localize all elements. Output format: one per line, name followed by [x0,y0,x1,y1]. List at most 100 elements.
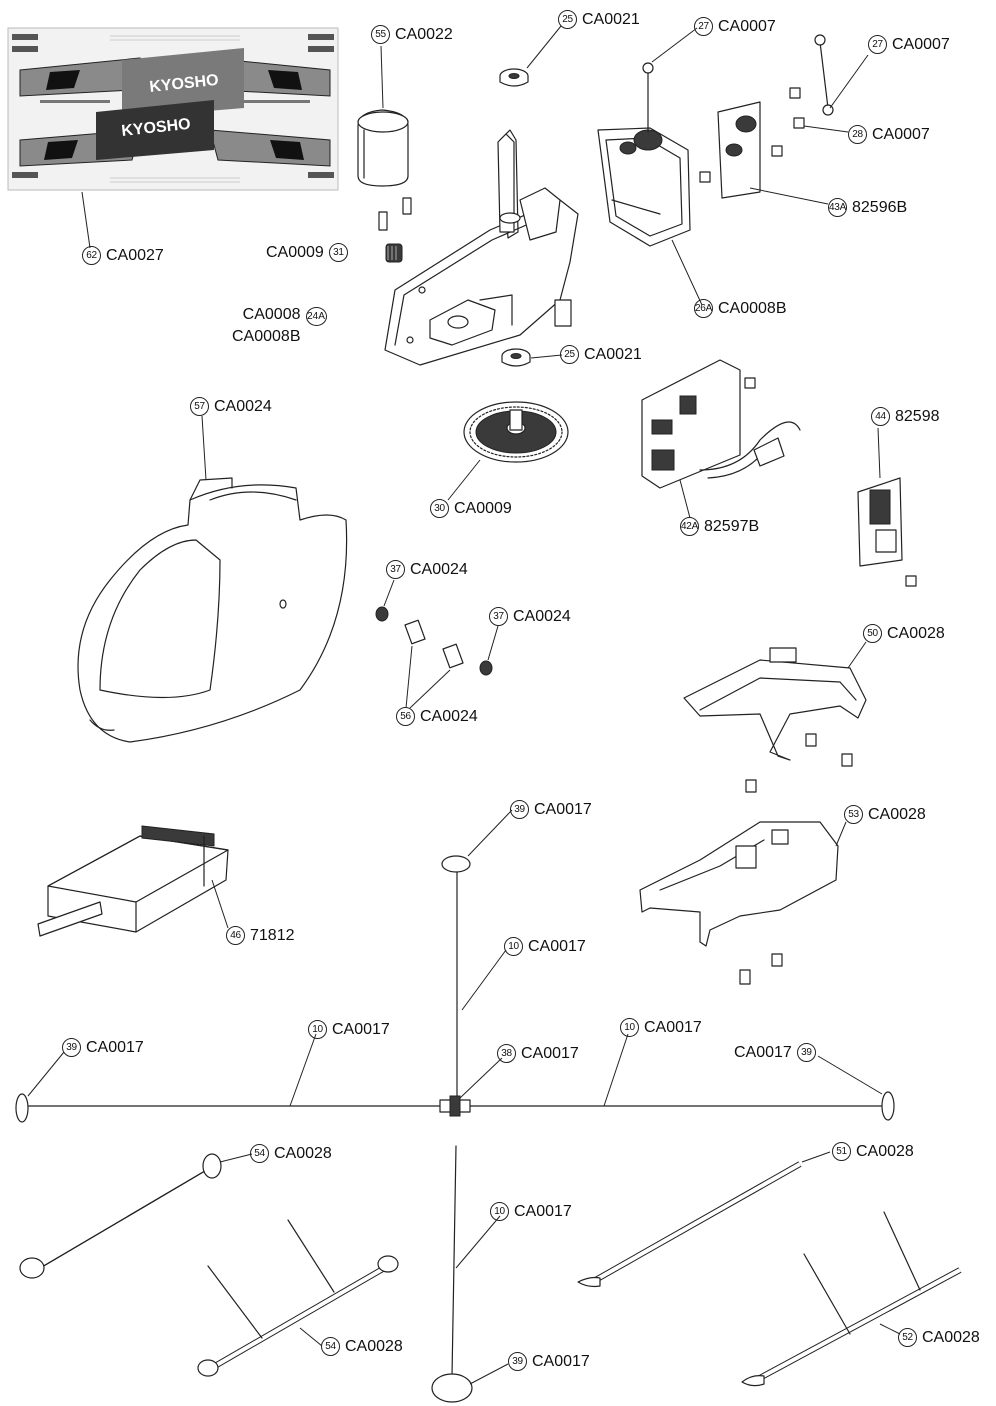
part-code: CA0007 [872,125,930,143]
main-gear [463,401,569,463]
part-code: CA0024 [214,397,272,415]
callout-25-bottom: 25 CA0021 [560,345,642,364]
part-code: CA0009 [266,243,324,261]
canopy-mounts [375,606,493,676]
servo-frame [597,62,691,247]
bearing-bottom [501,348,531,367]
callout-54-upper: 54 CA0028 [250,1144,332,1163]
callout-number: 39 [62,1038,81,1057]
part-code: CA0024 [513,607,571,625]
servo-board [699,34,834,199]
callout-number: 39 [796,1043,816,1062]
callout-62: 62 CA0027 [82,246,164,265]
callout-28: 28 CA0007 [848,125,930,144]
callout-26a: 26A CA0008B [694,299,787,318]
callout-37-right: 37 CA0024 [489,607,571,626]
callout-number: 39 [508,1352,527,1371]
part-code: CA0007 [718,17,776,35]
part-code: CA0007 [892,35,950,53]
callout-24a: CA0008 CA0008B 24A [232,306,327,346]
callout-number: 43A [828,198,847,217]
callout-38: 38 CA0017 [497,1044,579,1063]
part-code: CA0017 [332,1020,390,1038]
callout-46: 46 71812 [226,926,295,945]
callout-number: 55 [371,25,390,44]
skid-left-upper [19,1153,222,1279]
part-code: CA0024 [410,560,468,578]
part-code-alt: CA0008B [232,328,301,345]
part-code: CA0017 [521,1044,579,1062]
callout-number: 56 [396,707,415,726]
callout-number: 28 [848,125,867,144]
callout-44: 44 82598 [871,407,940,426]
callout-number: 54 [250,1144,269,1163]
part-code: CA0028 [345,1337,403,1355]
callout-43a: 43A 82596B [828,198,907,217]
callout-27-right: 27 CA0007 [868,35,950,54]
part-code: CA0017 [528,937,586,955]
callout-number: 46 [226,926,245,945]
part-code: CA0009 [454,499,512,517]
callout-number: 37 [386,560,405,579]
callout-10-lower: 10 CA0017 [490,1202,572,1221]
callout-30: 30 CA0009 [430,499,512,518]
callout-39-bottom: 39 CA0017 [508,1352,590,1371]
callout-54-lower: 54 CA0028 [321,1337,403,1356]
part-code: CA0028 [887,624,945,642]
part-code: CA0017 [532,1352,590,1370]
callout-39-top: 39 CA0017 [510,800,592,819]
callout-51: 51 CA0028 [832,1142,914,1161]
callout-number: 26A [694,299,713,318]
callout-52: 52 CA0028 [898,1328,980,1347]
part-code: CA0027 [106,246,164,264]
callout-number: 27 [868,35,887,54]
part-code: 82597B [704,517,760,535]
part-code: CA0024 [420,707,478,725]
callout-56: 56 CA0024 [396,707,478,726]
callout-number: 10 [308,1020,327,1039]
part-code: CA0017 [734,1043,792,1061]
callout-number: 10 [504,937,523,956]
decal-sheet: KYOSHO KYOSHO [7,27,339,191]
callout-number: 50 [863,624,882,643]
callout-number: 44 [871,407,890,426]
callout-50: 50 CA0028 [863,624,945,643]
callout-number: 39 [510,800,529,819]
gyro-board [857,477,917,587]
callout-number: 30 [430,499,449,518]
callout-27-left: 27 CA0007 [694,17,776,36]
pinion-gear [385,243,403,263]
callout-10-left: 10 CA0017 [308,1020,390,1039]
part-code: CA0008 [242,306,301,323]
callout-31: 31 CA0009 [266,243,348,262]
callout-10-vertical-upper: 10 CA0017 [504,937,586,956]
callout-25-top: 25 CA0021 [558,10,640,29]
callout-number: 10 [620,1018,639,1037]
part-code: CA0028 [922,1328,980,1346]
callout-42a: 42A 82597B [680,517,759,536]
main-frame [384,129,579,366]
callout-number: 62 [82,246,101,265]
part-code: CA0021 [582,10,640,28]
callout-number: 52 [898,1328,917,1347]
callout-57: 57 CA0024 [190,397,272,416]
callout-53: 53 CA0028 [844,805,926,824]
callout-number: 27 [694,17,713,36]
callout-number: 57 [190,397,209,416]
control-board [641,359,801,489]
part-code: CA0008B [718,299,787,317]
lower-boom [431,1145,473,1403]
part-code: CA0028 [274,1144,332,1162]
callout-number: 25 [560,345,579,364]
battery [37,825,229,937]
skid-left-lower [197,1219,399,1377]
part-code: CA0022 [395,25,453,43]
callout-number: 25 [558,10,577,29]
bearing-top [499,68,529,87]
part-code: CA0021 [584,345,642,363]
callout-number: 51 [832,1142,851,1161]
callout-number: 38 [497,1044,516,1063]
callout-number: 37 [489,607,508,626]
part-code: CA0017 [534,800,592,818]
